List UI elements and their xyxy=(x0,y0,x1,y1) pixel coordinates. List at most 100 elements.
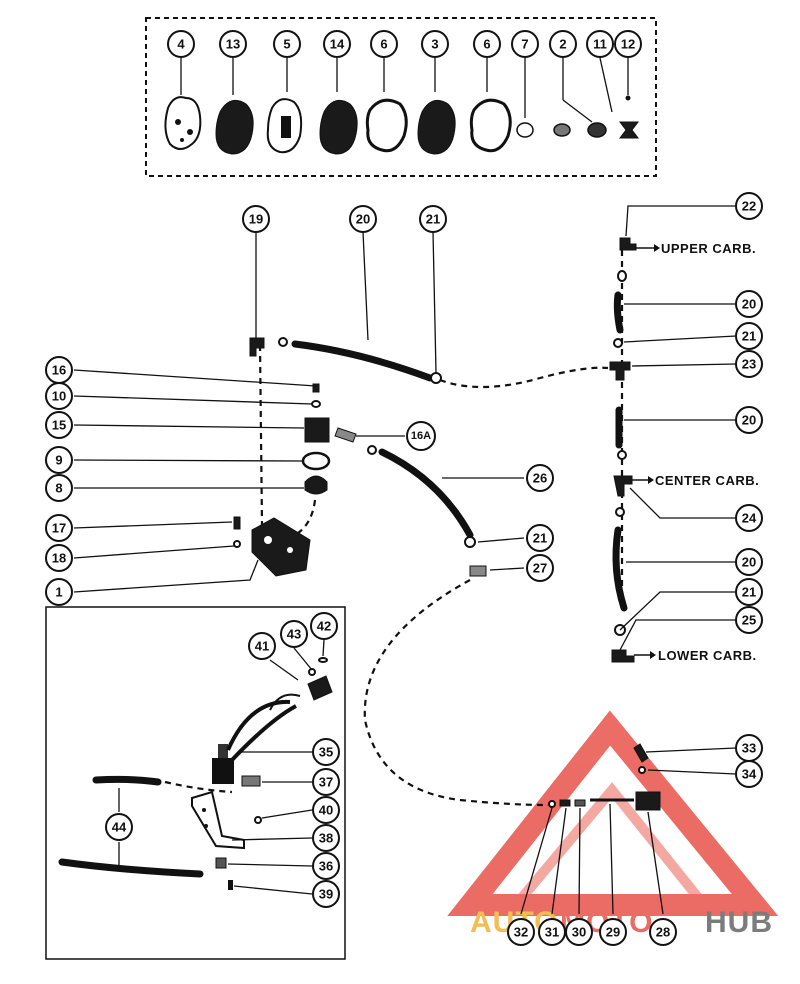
main-parts xyxy=(233,237,661,811)
callout-28: 28 xyxy=(649,918,677,946)
pump-to-filter-dashed xyxy=(294,499,317,536)
svg-text:13: 13 xyxy=(226,37,240,52)
callout-10: 10 xyxy=(45,382,73,410)
pump-feed-dashed xyxy=(258,344,264,526)
svg-text:10: 10 xyxy=(52,389,66,404)
callout-20d: 20 xyxy=(735,548,763,576)
svg-text:14: 14 xyxy=(330,37,345,52)
fuel-line-dashed-main xyxy=(363,579,549,807)
svg-text:9: 9 xyxy=(55,453,62,468)
svg-text:34: 34 xyxy=(742,767,757,782)
callout-19: 19 xyxy=(242,205,270,233)
svg-text:21: 21 xyxy=(742,329,756,344)
check-valve-part xyxy=(553,123,571,137)
callout-39: 39 xyxy=(312,880,340,908)
callout-32: 32 xyxy=(507,918,535,946)
callout-21c: 21 xyxy=(526,524,554,552)
callout-27: 27 xyxy=(526,554,554,582)
svg-text:41: 41 xyxy=(255,639,269,654)
callout-12: 12 xyxy=(614,30,642,58)
callout-20a: 20 xyxy=(349,205,377,233)
svg-text:16: 16 xyxy=(52,363,66,378)
hose-lower xyxy=(612,526,628,612)
svg-text:23: 23 xyxy=(742,357,756,372)
callout-20b: 20 xyxy=(735,290,763,318)
svg-text:25: 25 xyxy=(742,613,756,628)
svg-text:26: 26 xyxy=(533,471,547,486)
callout-35: 35 xyxy=(312,738,340,766)
hose-upper xyxy=(613,291,624,334)
svg-text:6: 6 xyxy=(380,37,387,52)
callout-7: 7 xyxy=(511,30,539,58)
svg-text:21: 21 xyxy=(742,585,756,600)
fuel-hose-26 xyxy=(378,448,474,539)
svg-text:18: 18 xyxy=(52,551,66,566)
fuel-hose-top xyxy=(291,340,434,382)
callout-21d: 21 xyxy=(735,578,763,606)
svg-text:36: 36 xyxy=(319,859,333,874)
svg-text:16A: 16A xyxy=(411,430,431,442)
svg-text:33: 33 xyxy=(742,741,756,756)
svg-text:28: 28 xyxy=(656,925,670,940)
svg-text:12: 12 xyxy=(621,37,635,52)
svg-text:21: 21 xyxy=(533,531,547,546)
svg-text:24: 24 xyxy=(742,511,757,526)
callout-26: 26 xyxy=(526,464,554,492)
gasket-part-2 xyxy=(469,98,512,153)
callout-33: 33 xyxy=(735,734,763,762)
svg-text:29: 29 xyxy=(606,925,620,940)
callout-30: 30 xyxy=(565,918,593,946)
callout-18: 18 xyxy=(45,544,73,572)
electric-pump-inset xyxy=(45,606,346,960)
diaphragm-part-2 xyxy=(319,99,358,155)
carb-arrows xyxy=(632,244,660,659)
svg-text:38: 38 xyxy=(319,831,333,846)
svg-text:4: 4 xyxy=(177,37,185,52)
svg-text:20: 20 xyxy=(742,555,756,570)
callout-20c: 20 xyxy=(735,406,763,434)
gasket-part xyxy=(365,98,408,153)
svg-text:1: 1 xyxy=(55,585,62,600)
callout-5: 5 xyxy=(273,30,301,58)
retainer-part xyxy=(619,121,639,139)
callout-22: 22 xyxy=(735,192,763,220)
watermark-hub: HUB xyxy=(705,906,773,939)
callout-42: 42 xyxy=(310,612,338,640)
callout-44: 44 xyxy=(105,813,133,841)
main-leaders xyxy=(73,205,737,915)
screw-part xyxy=(625,95,631,101)
callout-41: 41 xyxy=(248,632,276,660)
svg-text:30: 30 xyxy=(572,925,586,940)
kit-leaders xyxy=(180,57,629,123)
callout-17: 17 xyxy=(45,514,73,542)
svg-text:19: 19 xyxy=(249,212,263,227)
svg-text:31: 31 xyxy=(545,925,559,940)
pump-cover-part xyxy=(164,96,202,150)
check-valve-part-2 xyxy=(587,122,607,138)
svg-text:8: 8 xyxy=(55,481,62,496)
svg-text:32: 32 xyxy=(514,925,528,940)
callout-23: 23 xyxy=(735,350,763,378)
callout-34: 34 xyxy=(735,760,763,788)
svg-text:15: 15 xyxy=(52,418,66,433)
callout-24: 24 xyxy=(735,504,763,532)
svg-text:20: 20 xyxy=(742,297,756,312)
svg-text:2: 2 xyxy=(559,37,566,52)
callout-4: 4 xyxy=(167,30,195,58)
svg-text:20: 20 xyxy=(356,212,370,227)
svg-text:42: 42 xyxy=(317,619,331,634)
callout-25: 25 xyxy=(735,606,763,634)
callout-38: 38 xyxy=(312,824,340,852)
svg-text:27: 27 xyxy=(533,561,547,576)
callouts: 4 13 5 14 6 3 6 7 2 11 12 19 20 21 22 20… xyxy=(45,30,763,946)
callout-43: 43 xyxy=(280,620,308,648)
repair-kit-box xyxy=(145,17,657,177)
callout-36: 36 xyxy=(312,852,340,880)
inset-parts xyxy=(58,657,333,890)
callout-40: 40 xyxy=(312,796,340,824)
callout-16A: 16A xyxy=(406,421,436,451)
svg-text:37: 37 xyxy=(319,775,333,790)
callout-1: 1 xyxy=(45,578,73,606)
label-upper-carb: UPPER CARB. xyxy=(661,241,756,256)
